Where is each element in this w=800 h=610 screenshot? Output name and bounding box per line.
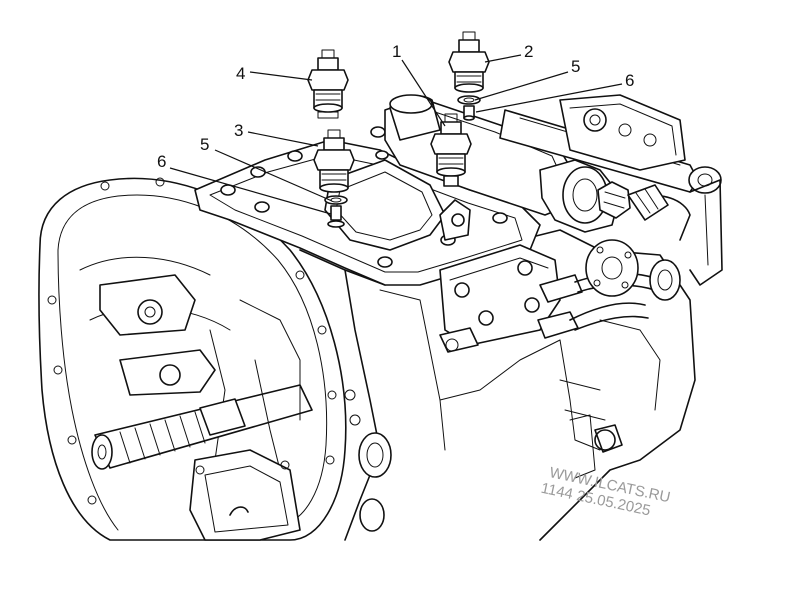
callout-5-right: 5 [571, 57, 580, 76]
switch-2 [448, 31, 490, 93]
leader-lines [169, 54, 623, 215]
washer-5-right [457, 95, 481, 105]
plunger-6-right [463, 105, 475, 121]
valve-block [439, 239, 681, 353]
top-cover [194, 126, 541, 286]
bell-housing [38, 177, 347, 541]
selector-unit [539, 159, 669, 233]
shift-housing [384, 94, 723, 286]
callout-6-left: 6 [157, 152, 166, 171]
callout-3: 3 [234, 121, 243, 140]
callout-2: 2 [524, 42, 533, 61]
washer-5-left [324, 195, 348, 205]
plunger-6-left [327, 205, 345, 228]
switch-1 [430, 113, 472, 187]
input-shaft [91, 384, 313, 470]
watermark: WWW.ILCATS.RU 1144 25.05.2025 [539, 464, 671, 519]
switch-4 [307, 49, 349, 119]
callout-6-right: 6 [625, 71, 634, 90]
main-housing [189, 229, 696, 541]
callout-5-left: 5 [200, 135, 209, 154]
callout-4: 4 [236, 64, 245, 83]
callouts: 1 2 3 4 5 5 6 6 [157, 42, 634, 171]
switch-3 [313, 129, 355, 193]
callout-1: 1 [392, 42, 401, 61]
